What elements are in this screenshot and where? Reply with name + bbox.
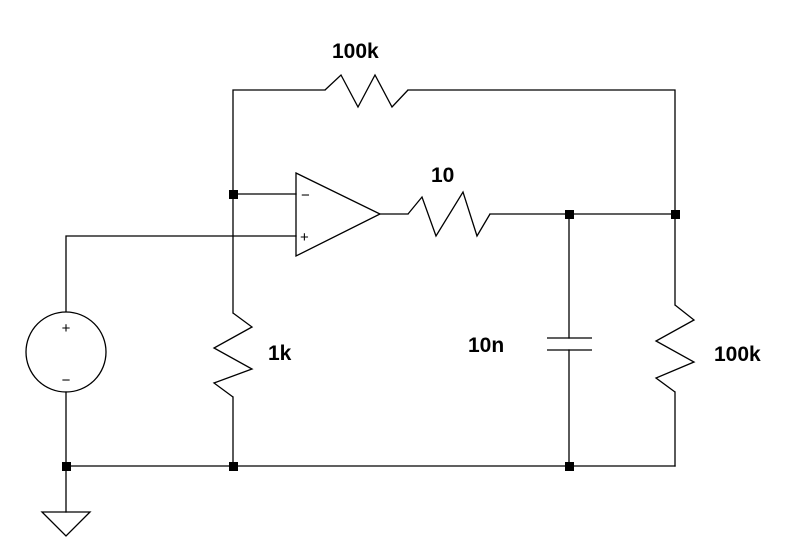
series-resistor-label: 10: [431, 164, 454, 187]
node-output-junction: [671, 210, 680, 219]
series-resistor-zigzag: [407, 190, 491, 238]
source-minus-sign: −: [62, 372, 71, 389]
node-ground-source: [62, 462, 71, 471]
feedback-resistor: [324, 73, 409, 109]
wires: [65, 89, 676, 513]
junction-nodes: [62, 190, 680, 471]
opamp-triangle: [295, 171, 382, 258]
series-resistor: [407, 190, 491, 238]
source-plus-sign: +: [62, 320, 71, 337]
feedback-resistor-label: 100k: [332, 40, 379, 63]
opamp-inverting-sign: −: [301, 187, 310, 204]
node-capacitor-junction: [565, 210, 574, 219]
feedback-resistor-zigzag: [324, 73, 409, 109]
node-inverting-junction: [229, 190, 238, 199]
load-capacitor: [547, 337, 592, 351]
gain-resistor-zigzag: [212, 312, 254, 398]
capacitor-label: 10n: [468, 334, 504, 357]
gain-resistor-label: 1k: [268, 342, 292, 365]
opamp-noninverting-sign: +: [300, 229, 309, 246]
ground-symbol: [40, 511, 92, 537]
load-resistor-label: 100k: [714, 343, 761, 366]
load-resistor: [654, 304, 696, 393]
node-ground-gain: [229, 462, 238, 471]
wire-feedback-right: [407, 89, 676, 306]
component-labels: 100k 10 1k 10n 100k: [268, 40, 761, 366]
gain-resistor: [212, 312, 254, 398]
wire-gain-resistor-top: [232, 89, 326, 314]
opamp: − +: [295, 171, 382, 258]
source-circle: [25, 311, 107, 393]
node-ground-capacitor: [565, 462, 574, 471]
wire-noninverting-input: [65, 235, 297, 312]
ground-triangle: [40, 511, 92, 537]
voltage-source: + −: [25, 311, 107, 393]
load-resistor-zigzag: [654, 304, 696, 393]
